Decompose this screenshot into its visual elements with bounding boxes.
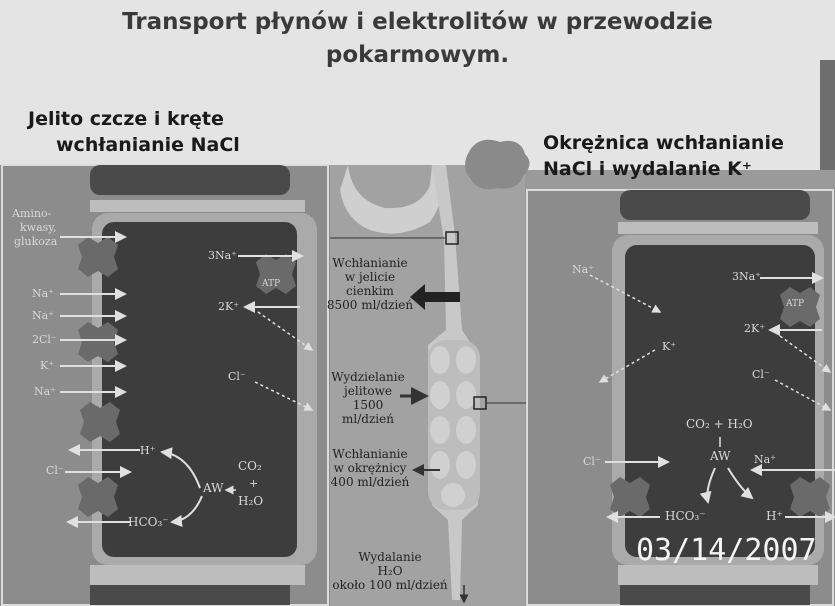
- label-atp-right: ATP: [786, 299, 805, 309]
- slide-right-edge: [820, 60, 835, 170]
- title-line-1: Transport płynów i elektrolitów w przewo…: [122, 9, 713, 35]
- left-section-title: Jelito czcze i kręte wchłanianie NaCl: [28, 106, 240, 158]
- water-excretion: Wydalanie H₂O około 100 ml/dzień: [330, 550, 450, 592]
- label-amino-3: glukoza: [14, 235, 58, 248]
- right-panel: [526, 189, 835, 606]
- label-hco3-right: HCO₃⁻: [665, 509, 706, 523]
- absorb-small-line-4: 8500 ml/dzień: [326, 298, 414, 312]
- secretion-line-2: jelitowe: [344, 384, 392, 398]
- date-stamp: 03/14/2007: [636, 533, 817, 568]
- absorption-colon: Wchłanianie w okrężnicy 400 ml/dzień: [330, 447, 410, 489]
- label-na-right: Na⁺: [572, 263, 594, 276]
- absorb-small-line-2: w jelicie: [344, 270, 396, 284]
- label-na-apical-right: Na⁺: [754, 453, 776, 466]
- label-2k-pump: 2K⁺: [218, 300, 240, 313]
- absorption-small-intestine: Wchłanianie w jelicie cienkim 8500 ml/dz…: [326, 256, 414, 312]
- excretion-line-2: H₂O: [377, 564, 403, 578]
- page-title: Transport płynów i elektrolitów w przewo…: [0, 6, 835, 72]
- slide-top-band: [0, 0, 835, 170]
- intestinal-secretion: Wydzielanie jelitowe 1500 ml/dzień: [330, 370, 406, 426]
- label-2k-pump-right: 2K⁺: [744, 322, 766, 335]
- left-panel: [0, 164, 330, 606]
- secretion-line-3: 1500 ml/dzień: [342, 398, 394, 426]
- label-na-2: Na⁺: [32, 309, 54, 322]
- label-h: H⁺: [140, 444, 156, 457]
- label-atp: ATP: [262, 279, 281, 289]
- label-co2-left: CO₂: [238, 459, 262, 473]
- label-k-right: K⁺: [662, 340, 677, 353]
- label-2cl: 2Cl⁻: [32, 333, 57, 346]
- label-aw-left: AW: [203, 481, 224, 495]
- label-h-right: H⁺: [766, 509, 783, 523]
- left-title-line-1: Jelito czcze i kręte: [28, 108, 224, 130]
- label-aw-right: AW: [710, 449, 731, 463]
- label-cl-right: Cl⁻: [228, 370, 246, 383]
- label-k: K⁺: [40, 359, 55, 372]
- absorb-colon-line-2: w okrężnicy: [333, 461, 407, 475]
- label-cl-basolateral-right: Cl⁻: [752, 368, 770, 381]
- label-h2o-left: H₂O: [238, 494, 264, 508]
- excretion-line-3: około 100 ml/dzień: [332, 578, 448, 592]
- label-cl-left-right: Cl⁻: [583, 455, 601, 468]
- label-3na-pump: 3Na⁺: [208, 249, 237, 262]
- gi-tract: [330, 139, 530, 606]
- absorb-small-line-1: Wchłanianie: [332, 256, 408, 270]
- excretion-line-1: Wydalanie: [358, 550, 422, 564]
- label-amino-2: kwasy,: [20, 221, 57, 234]
- label-amino-1: Amino-: [12, 207, 52, 220]
- left-title-line-2: wchłanianie NaCl: [56, 134, 240, 156]
- label-na-1: Na⁺: [32, 287, 54, 300]
- label-hco3-left: HCO₃⁻: [128, 515, 169, 529]
- secretion-line-1: Wydzielanie: [331, 370, 405, 384]
- title-line-2: pokarmowym.: [325, 42, 510, 68]
- right-title-line-1: Okrężnica wchłanianie: [543, 132, 784, 154]
- absorb-colon-line-3: 400 ml/dzień: [330, 475, 410, 489]
- label-plus-left: +: [249, 477, 259, 490]
- right-section-title: Okrężnica wchłanianie NaCl i wydalanie K…: [543, 130, 784, 182]
- right-title-line-2: NaCl i wydalanie K⁺: [543, 158, 752, 180]
- label-cl: Cl⁻: [46, 464, 64, 477]
- label-na-3: Na⁺: [34, 385, 56, 398]
- label-co2-h2o-right: CO₂ + H₂O: [686, 417, 753, 431]
- absorb-colon-line-1: Wchłanianie: [332, 447, 408, 461]
- absorb-small-line-3: cienkim: [346, 284, 394, 298]
- label-3na-pump-right: 3Na⁺: [732, 270, 761, 283]
